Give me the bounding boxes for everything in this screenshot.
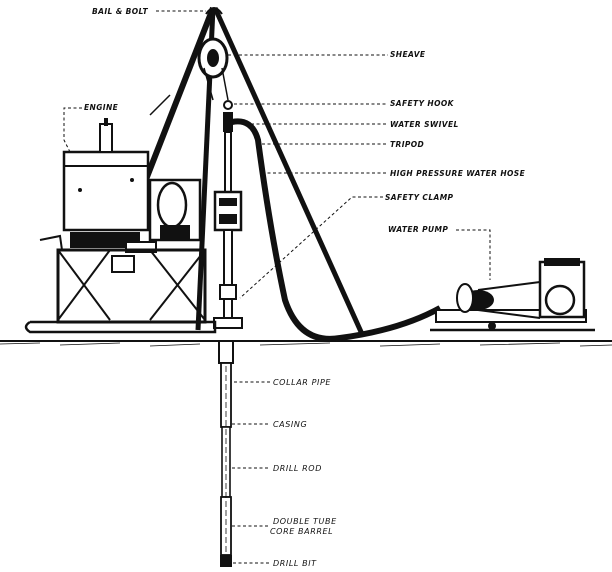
label-bail-bolt-text: BAIL & BOLT (92, 7, 148, 16)
label-safety-hook-text: SAFETY HOOK (390, 99, 455, 108)
label-collar-pipe-text: COLLAR PIPE (273, 378, 331, 387)
label-bail-bolt: BAIL & BOLT (92, 7, 206, 16)
label-engine: ENGINE (63, 103, 119, 153)
label-tripod-text: TRIPOD (390, 140, 424, 149)
label-drill-rod: DRILL ROD (232, 464, 322, 473)
label-water-swivel: WATER SWIVEL (240, 120, 459, 129)
label-hose-text: HIGH PRESSURE WATER HOSE (390, 169, 526, 178)
label-drill-bit-text: DRILL BIT (273, 559, 317, 568)
label-core-barrel-line2: CORE BARREL (270, 527, 333, 536)
engine-frame (24, 248, 217, 334)
borehole-string (218, 340, 234, 567)
sheave-pulley (197, 7, 229, 101)
label-water-pump: WATER PUMP (388, 225, 491, 280)
water-pump (430, 258, 595, 332)
label-drill-bit: DRILL BIT (233, 559, 317, 568)
label-casing-text: CASING (273, 420, 307, 429)
label-core-barrel-line1: DOUBLE TUBE (273, 517, 337, 526)
label-engine-text: ENGINE (84, 103, 119, 112)
label-water-swivel-text: WATER SWIVEL (390, 120, 459, 129)
label-tripod: TRIPOD (262, 140, 424, 149)
drill-string-head (213, 100, 243, 329)
label-water-pump-text: WATER PUMP (388, 225, 448, 234)
engine-unit (39, 118, 202, 273)
label-casing: CASING (232, 420, 307, 429)
label-core-barrel: DOUBLE TUBE CORE BARREL (232, 517, 337, 536)
label-hose: HIGH PRESSURE WATER HOSE (262, 169, 526, 178)
label-safety-clamp-text: SAFETY CLAMP (385, 193, 454, 202)
label-sheave-text: SHEAVE (390, 50, 426, 59)
label-drill-rod-text: DRILL ROD (273, 464, 322, 473)
water-hose (231, 118, 442, 342)
label-safety-clamp: SAFETY CLAMP (239, 193, 454, 299)
label-sheave: SHEAVE (228, 50, 426, 59)
tripod (133, 6, 365, 336)
ground-surface (0, 340, 612, 347)
label-collar-pipe: COLLAR PIPE (234, 378, 331, 387)
label-safety-hook: SAFETY HOOK (234, 99, 455, 108)
